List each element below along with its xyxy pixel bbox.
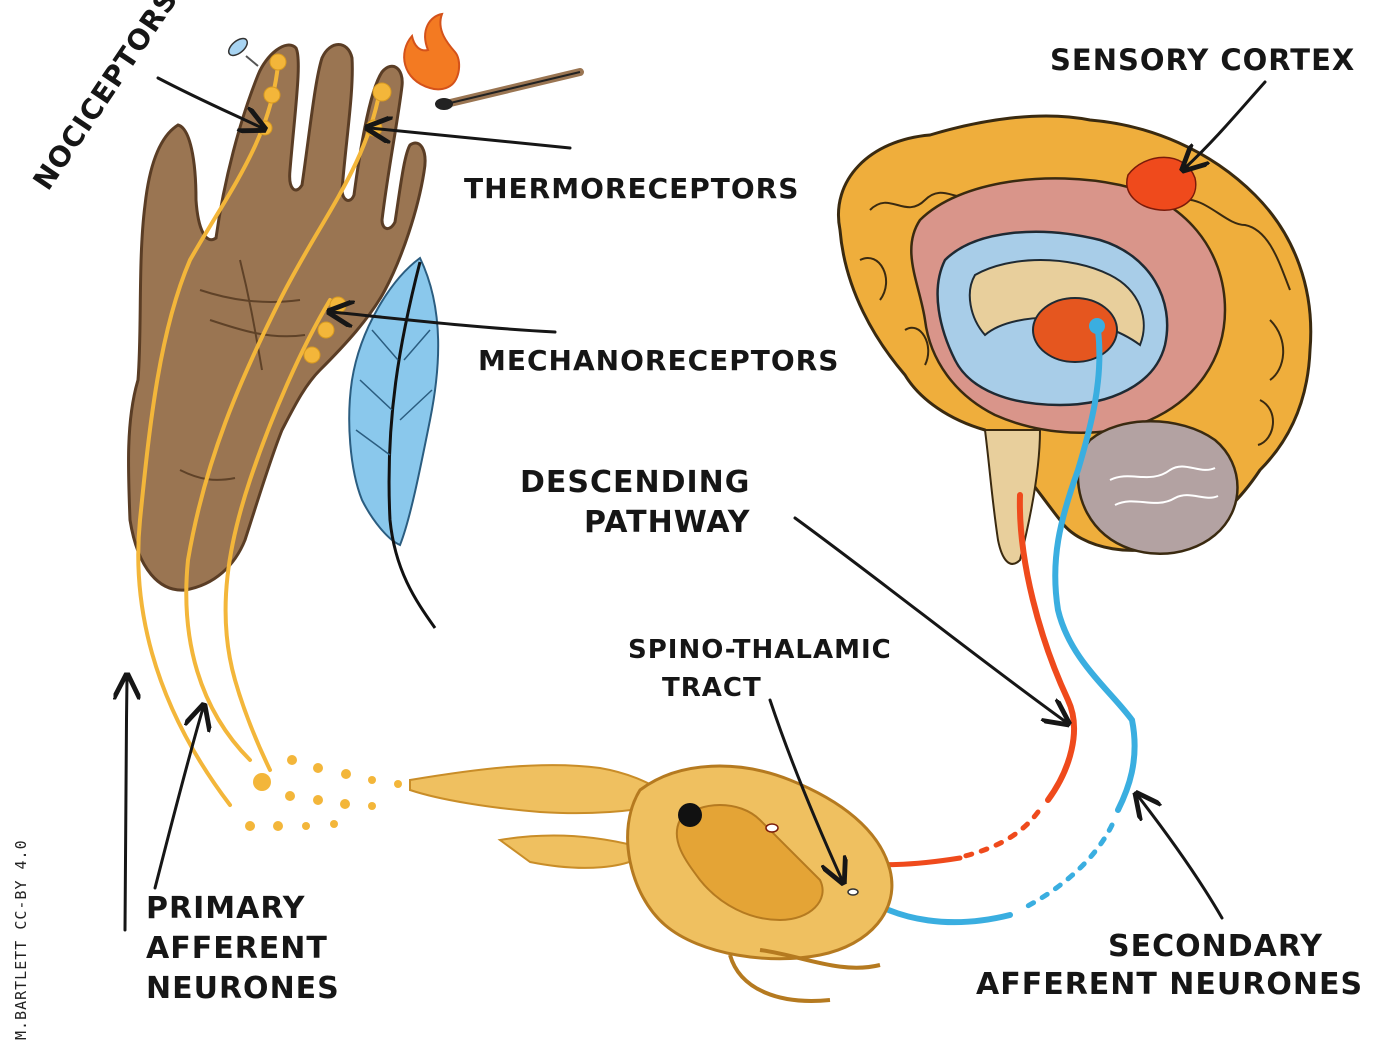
- secondary-afferent-arrow: [1138, 796, 1224, 920]
- fibre-2: [184, 88, 382, 762]
- spinal-cord-illustration: [409, 764, 894, 1003]
- sensory-cortex-area: [1126, 156, 1197, 211]
- label-descending-line1: DESCENDING: [520, 465, 750, 500]
- palm-crease: [239, 259, 263, 371]
- thalamus: [1032, 297, 1118, 363]
- descending-pathway-arrow: [793, 516, 1066, 722]
- cerebellum-folia: [1109, 465, 1219, 506]
- label-primary-line2: AFFERENT: [146, 931, 328, 966]
- nociceptor-ending: [263, 86, 281, 104]
- label-mechanoreceptors: MECHANORECEPTORS: [478, 344, 839, 377]
- central-canal: [765, 823, 779, 833]
- primary-afferent-arrow-1: [125, 678, 127, 932]
- descending-tract: [1016, 492, 1077, 803]
- thermoreceptor-ending: [372, 82, 392, 102]
- fibre-dots: [245, 755, 402, 831]
- cerebellum: [1076, 420, 1239, 555]
- descending-tract-dotted: [962, 809, 1041, 859]
- spinothalamic-marker: [847, 888, 859, 896]
- label-sensory-cortex: SENSORY CORTEX: [1050, 43, 1355, 77]
- label-primary-line1: PRIMARY: [146, 891, 306, 926]
- grey-matter: [675, 804, 824, 922]
- anterior-root: [728, 948, 881, 1003]
- ascending-tract-dotted: [1017, 822, 1115, 913]
- label-spinothalamic-line1: SPINO-THALAMIC: [628, 635, 892, 665]
- fibre-3: [223, 298, 332, 772]
- palm-crease: [199, 289, 301, 303]
- dorsal-root-ganglion: [678, 803, 702, 827]
- primary-afferent-fibres: [136, 63, 382, 807]
- label-secondary-line2: AFFERENT NEURONES: [976, 967, 1363, 1002]
- feather-icon: [348, 256, 440, 629]
- sensory-cortex-arrow: [1185, 80, 1267, 168]
- nociceptor-ending: [269, 53, 287, 71]
- brain-illustration: [837, 114, 1313, 565]
- mechanoreceptor-ending: [317, 321, 335, 339]
- mechanoreceptor-ending: [303, 346, 321, 364]
- mechanoreceptors-arrow: [332, 312, 557, 334]
- brainstem: [983, 429, 1042, 565]
- label-descending-line2: PATHWAY: [584, 505, 751, 540]
- pin-icon: [227, 37, 259, 67]
- thermoreceptors-arrow: [370, 128, 572, 150]
- primary-afferent-arrow-2: [153, 708, 203, 890]
- thalamus-endpoint: [1089, 318, 1105, 334]
- cortex-gyri: [859, 257, 1285, 446]
- label-secondary-line1: SECONDARY: [1108, 929, 1323, 964]
- label-primary-line3: NEURONES: [146, 971, 340, 1006]
- ascending-tract: [1052, 327, 1138, 813]
- match-icon: [435, 68, 584, 110]
- credit-text: M.BARTLETT CC-BY 4.0: [12, 839, 30, 1040]
- nociceptors-arrow: [156, 76, 262, 128]
- label-spinothalamic-line2: TRACT: [662, 673, 762, 703]
- flame-icon: [403, 12, 461, 91]
- label-arrows: [125, 76, 1267, 932]
- spinothalamic-arrow: [768, 698, 842, 880]
- fibre-1: [136, 63, 280, 807]
- label-thermoreceptors: THERMORECEPTORS: [464, 172, 799, 205]
